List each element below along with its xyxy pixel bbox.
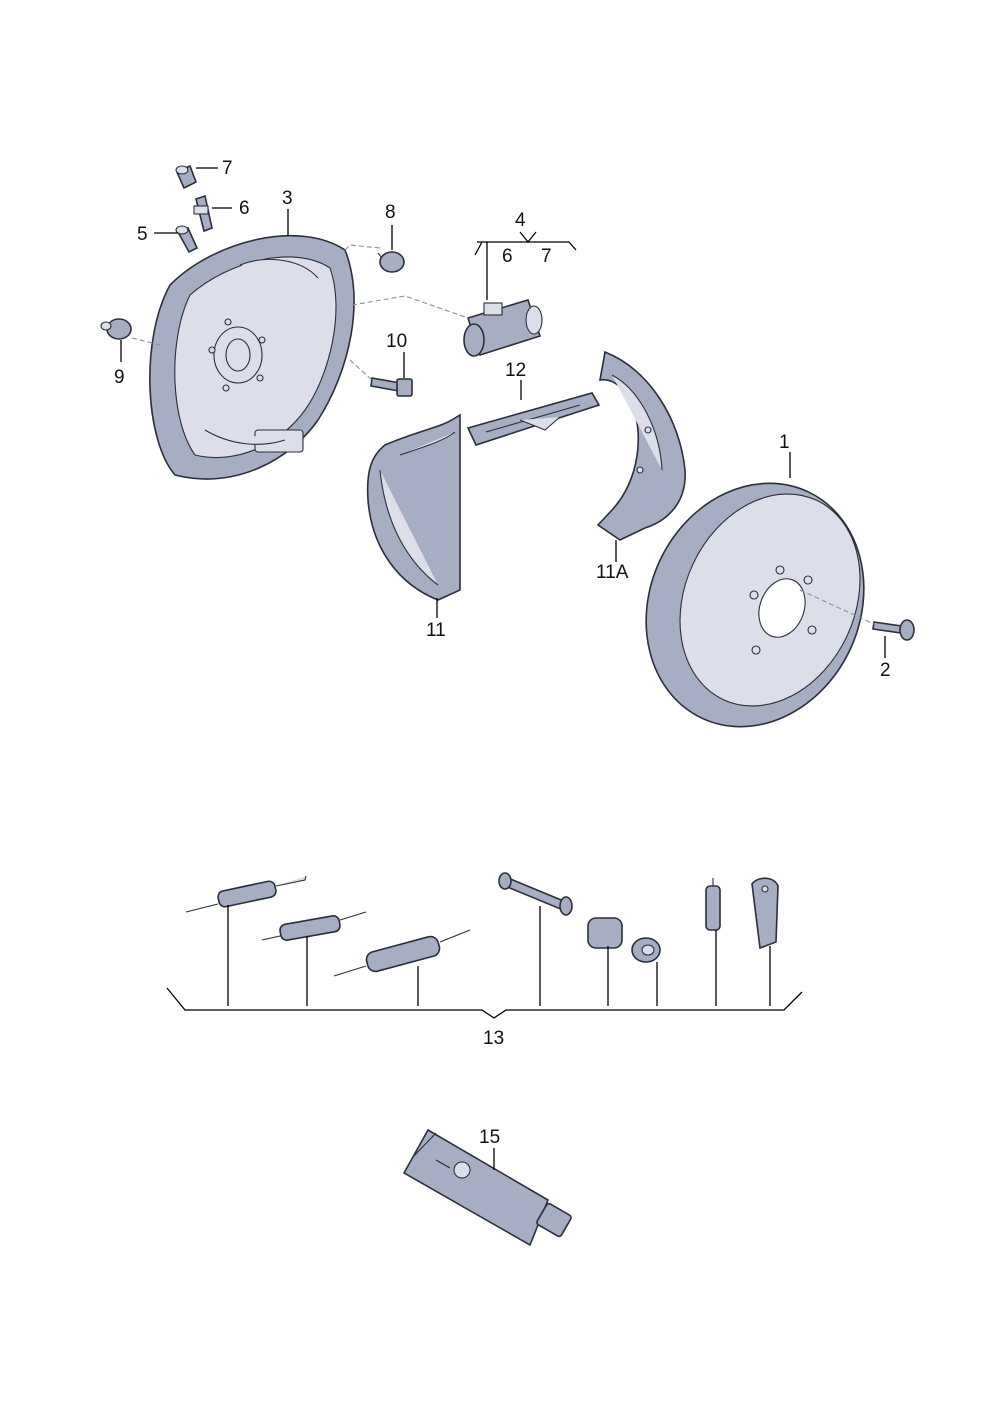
label-12: 12 — [505, 360, 526, 381]
label-4-sub-7: 7 — [541, 246, 552, 267]
wheel-cylinder — [463, 299, 543, 357]
backing-plate-hub-hole — [225, 338, 251, 372]
label-15: 15 — [479, 1127, 500, 1148]
backing-plate — [149, 234, 355, 480]
backing-plate-rib-top — [239, 258, 319, 279]
spring-3 — [333, 929, 471, 977]
bolt-hole-1 — [224, 318, 232, 326]
kit-bracket — [166, 987, 803, 1019]
plug-8 — [377, 251, 405, 273]
bleeder-valve — [193, 194, 213, 233]
leader-lines — [120, 167, 886, 1170]
bolt-hole-5 — [208, 346, 216, 354]
spring-1 — [185, 875, 307, 913]
brake-shoe-11a — [596, 350, 686, 541]
grease-tube — [402, 1128, 572, 1247]
dashed-connection-lines — [131, 244, 875, 625]
label-8: 8 — [385, 202, 396, 223]
bolt-hole-2 — [258, 336, 266, 344]
label-10: 10 — [386, 331, 407, 352]
label-4: 4 — [515, 210, 526, 231]
label-4-sub-6: 6 — [502, 246, 513, 267]
adjuster-strut — [466, 392, 601, 446]
drum-screw-2 — [872, 619, 915, 641]
hold-down-cup — [631, 937, 661, 963]
brake-shoe-11 — [366, 413, 461, 601]
grommet-9 — [100, 318, 132, 340]
label-13: 13 — [483, 1028, 504, 1049]
spring-small — [705, 878, 721, 931]
brake-drum — [645, 482, 865, 728]
label-1: 1 — [779, 432, 790, 453]
bleeder-cap — [175, 164, 198, 190]
label-11: 11 — [426, 620, 446, 641]
label-6: 6 — [239, 198, 250, 219]
backing-plate-rib-bottom — [204, 429, 286, 445]
label-9: 9 — [114, 367, 125, 388]
bolt-hole-3 — [256, 374, 264, 382]
parking-lever — [751, 877, 779, 950]
bolt-hole-4 — [222, 384, 230, 392]
hold-down-spring — [587, 917, 623, 949]
hold-down-pin — [498, 872, 573, 916]
label-5: 5 — [137, 224, 148, 245]
mounting-screw-5 — [175, 225, 199, 254]
spring-2 — [261, 911, 367, 941]
bolt-10 — [370, 377, 413, 397]
part-labels: 1 2 3 4 6 7 5 6 7 8 9 10 11 11A 12 13 15 — [114, 158, 891, 1148]
label-7: 7 — [222, 158, 233, 179]
label-11a: 11A — [596, 562, 629, 583]
label-2: 2 — [880, 660, 891, 681]
drum-hub-hole — [758, 578, 806, 638]
label-3: 3 — [282, 188, 293, 209]
